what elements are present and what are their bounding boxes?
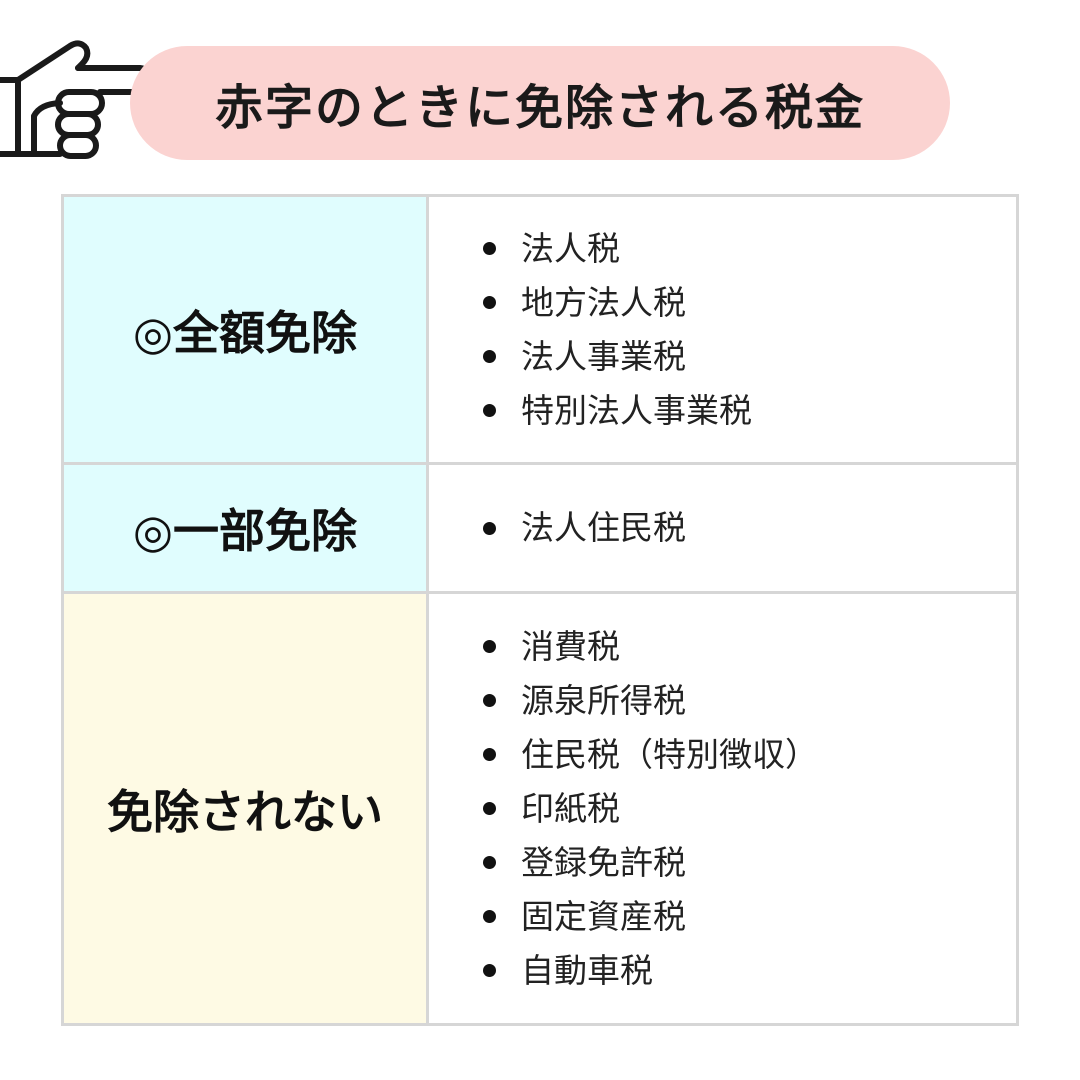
bullet-icon <box>483 748 496 761</box>
tax-list-not-exempt: 消費税 源泉所得税 住民税（特別徴収） 印紙税 登録免許税 固定資産税 自動車税 <box>429 620 1016 998</box>
tax-list-partial-exemption: 法人住民税 <box>429 501 1016 555</box>
bullet-icon <box>483 640 496 653</box>
category-partial-exemption: ◎一部免除 <box>61 462 429 594</box>
tax-name: 特別法人事業税 <box>521 390 752 430</box>
tax-name: 法人住民税 <box>521 508 686 547</box>
tax-name: 印紙税 <box>521 788 620 828</box>
table-row-partial-exemption: ◎一部免除 法人住民税 <box>61 462 1019 594</box>
list-item: 源泉所得税 <box>483 674 1016 728</box>
list-item: 自動車税 <box>483 944 1016 998</box>
list-item: 登録免許税 <box>483 836 1016 890</box>
list-item: 特別法人事業税 <box>483 384 1016 438</box>
list-item: 法人税 <box>483 222 1016 276</box>
table-row-full-exemption: ◎全額免除 法人税 地方法人税 法人事業税 特別法人事業税 <box>61 194 1019 465</box>
bullet-icon <box>483 521 496 535</box>
bullet-icon <box>483 242 496 255</box>
bullet-icon <box>483 964 496 977</box>
tax-name: 源泉所得税 <box>521 680 686 720</box>
tax-name: 法人事業税 <box>521 336 686 376</box>
bullet-icon <box>483 350 496 363</box>
category-not-exempt: 免除されない <box>61 591 429 1026</box>
table-row-not-exempt: 免除されない 消費税 源泉所得税 住民税（特別徴収） 印紙税 登録免許税 固定資… <box>61 591 1019 1026</box>
tax-name: 消費税 <box>521 626 620 666</box>
tax-name: 地方法人税 <box>521 282 686 322</box>
bullet-icon <box>483 802 496 815</box>
tax-name: 自動車税 <box>521 950 653 990</box>
bullet-icon <box>483 694 496 707</box>
bullet-icon <box>483 856 496 869</box>
tax-name: 住民税（特別徴収） <box>521 734 818 774</box>
bullet-icon <box>483 404 496 417</box>
tax-exemption-table: ◎全額免除 法人税 地方法人税 法人事業税 特別法人事業税 ◎一部免除 法人住民… <box>61 194 1019 1026</box>
title-banner: 赤字のときに免除される税金 <box>130 46 950 160</box>
category-full-exemption: ◎全額免除 <box>61 194 429 465</box>
list-item: 消費税 <box>483 620 1016 674</box>
list-item: 印紙税 <box>483 782 1016 836</box>
tax-name: 法人税 <box>521 228 620 268</box>
items-cell-not-exempt: 消費税 源泉所得税 住民税（特別徴収） 印紙税 登録免許税 固定資産税 自動車税 <box>426 591 1019 1026</box>
bullet-icon <box>483 296 496 309</box>
tax-name: 登録免許税 <box>521 842 686 882</box>
header: 赤字のときに免除される税金 <box>0 36 1080 166</box>
list-item: 地方法人税 <box>483 276 1016 330</box>
tax-list-full-exemption: 法人税 地方法人税 法人事業税 特別法人事業税 <box>429 222 1016 438</box>
page-title: 赤字のときに免除される税金 <box>214 80 865 136</box>
items-cell-partial-exemption: 法人住民税 <box>426 462 1019 594</box>
tax-name: 固定資産税 <box>521 896 686 936</box>
list-item: 法人事業税 <box>483 330 1016 384</box>
list-item: 住民税（特別徴収） <box>483 728 1016 782</box>
bullet-icon <box>483 910 496 923</box>
items-cell-full-exemption: 法人税 地方法人税 法人事業税 特別法人事業税 <box>426 194 1019 465</box>
list-item: 法人住民税 <box>483 501 1016 555</box>
list-item: 固定資産税 <box>483 890 1016 944</box>
